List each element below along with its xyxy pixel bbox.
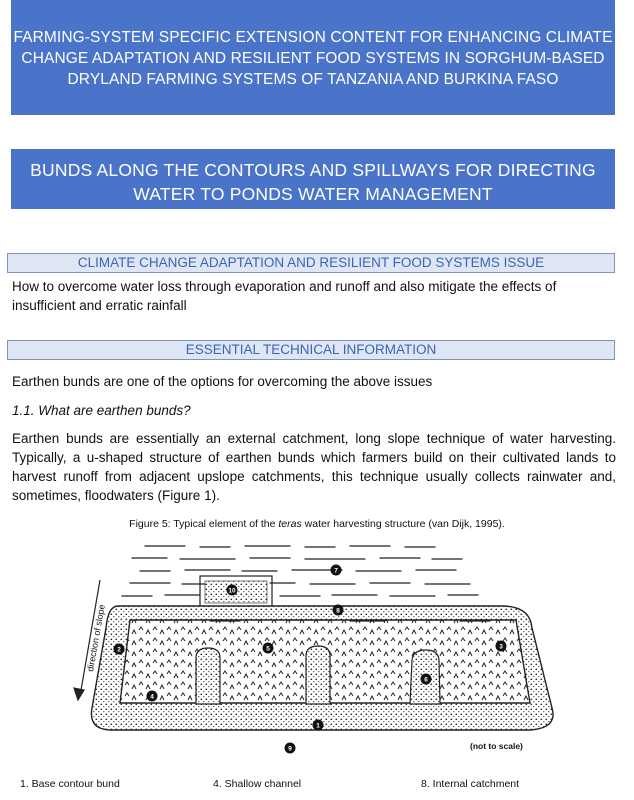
svg-text:6: 6 (424, 677, 428, 684)
internal-bund-middle (305, 645, 331, 705)
internal-bund-left (195, 647, 221, 705)
marker-5: 5 (262, 642, 274, 654)
figure-caption-end: water harvesting structure (van Dijk, 19… (301, 518, 505, 530)
topic-title-line-1: BUNDS ALONG THE CONTOURS AND SPILLWAYS F… (30, 160, 596, 180)
svg-text:9: 9 (288, 746, 292, 753)
svg-text:2: 2 (117, 647, 121, 654)
issue-text: How to overcome water loss through evapo… (12, 279, 557, 313)
legend-internal-catchment: 8. Internal catchment (421, 778, 520, 790)
earthen-bunds-body: Earthen bunds are essentially an externa… (12, 431, 616, 503)
marker-8: 8 (332, 604, 344, 616)
svg-text:8: 8 (336, 608, 340, 615)
topic-banner: BUNDS ALONG THE CONTOURS AND SPILLWAYS F… (11, 149, 615, 209)
svg-text:4: 4 (150, 694, 154, 701)
svg-text:7: 7 (334, 568, 338, 575)
earthen-bunds-subheading: 1.1. What are earthen bunds? (12, 403, 191, 418)
marker-6: 6 (420, 673, 432, 685)
svg-text:3: 3 (499, 644, 503, 651)
report-title-line-1: FARMING-SYSTEM SPECIFIC EXTENSION CONTEN… (13, 29, 613, 46)
marker-10: 10 (226, 584, 238, 596)
svg-text:10: 10 (228, 588, 236, 595)
technical-section-heading: ESSENTIAL TECHNICAL INFORMATION (7, 340, 615, 360)
marker-4: 4 (146, 690, 158, 702)
marker-9: 9 (284, 742, 296, 754)
outer-bund (90, 605, 554, 731)
svg-text:5: 5 (266, 646, 270, 653)
report-title-banner: FARMING-SYSTEM SPECIFIC EXTENSION CONTEN… (11, 0, 615, 115)
technical-intro: Earthen bunds are one of the options for… (12, 374, 433, 389)
marker-7: 7 (330, 564, 342, 576)
figure-caption: Figure 5: Typical element of the teras w… (0, 518, 634, 530)
teras-structure-illustration: direction of slope 7 10 8 5 2 3 6 4 1 9 … (73, 545, 554, 754)
issue-section-heading: CLIMATE CHANGE ADAPTATION AND RESILIENT … (7, 253, 615, 273)
figure-caption-italic: teras (278, 518, 302, 530)
topic-title-line-2: WATER TO PONDS WATER MANAGEMENT (133, 184, 493, 204)
report-title-line-3: DRYLAND FARMING SYSTEMS OF TANZANIA AND … (67, 71, 559, 88)
marker-2: 2 (113, 643, 125, 655)
svg-text:1: 1 (316, 723, 320, 730)
marker-1: 1 (312, 719, 324, 731)
figure-caption-start: Figure 5: Typical element of the (129, 518, 279, 530)
legend-shallow-channel: 4. Shallow channel (213, 778, 302, 790)
marker-3: 3 (495, 640, 507, 652)
legend-base-contour-bund: 1. Base contour bund (20, 778, 120, 790)
slope-direction-arrow (73, 579, 101, 702)
report-title-line-2: CHANGE ADAPTATION AND RESILIENT FOOD SYS… (21, 50, 605, 67)
scale-note: (not to scale) (470, 741, 523, 751)
